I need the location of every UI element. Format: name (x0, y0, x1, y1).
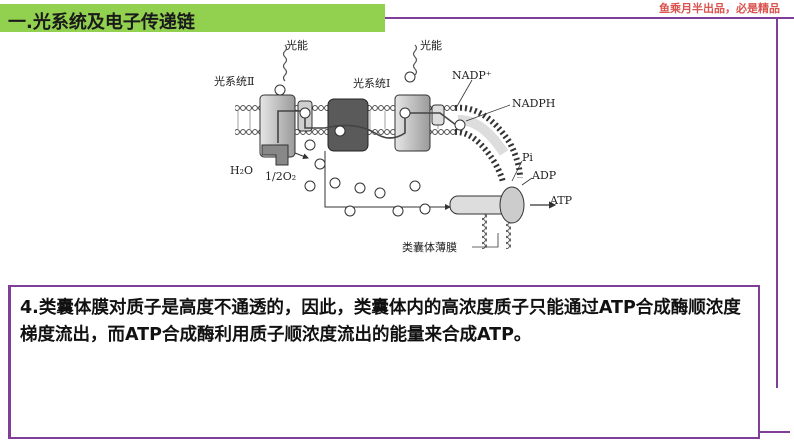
membrane-curved (454, 104, 523, 249)
nadph-label: NADPH (512, 97, 555, 110)
ps1-label: 光系统Ⅰ (353, 76, 390, 90)
electron-transport-diagram: 光能 光能 光系统Ⅱ 光系统Ⅰ NADP⁺ NADPH H₂O 1/2O₂ Pi… (210, 33, 580, 255)
membrane-pointer (472, 233, 499, 248)
o2-label: 1/2O₂ (265, 170, 296, 183)
brand-tagline: 鱼乘月半出品，必是精品 (659, 2, 780, 15)
title-bar: 一.光系统及电子传递链 (0, 4, 385, 33)
top-divider (385, 17, 794, 19)
box-accent (8, 287, 11, 437)
adp-label: ADP (531, 169, 557, 182)
proton-flow-arrow (324, 151, 451, 210)
light-wave-2 (412, 44, 418, 76)
water-splitting-complex (261, 144, 289, 166)
right-divider (776, 18, 778, 388)
photosystem-1 (394, 94, 431, 152)
explanation-text: 4.类囊体膜对质子是高度不通透的，因此，类囊体内的高浓度质子只能通过ATP合成酶… (20, 298, 741, 345)
oxygen-arrow (294, 152, 309, 160)
electrons (299, 107, 466, 137)
electron-path (277, 110, 461, 143)
light-wave-1 (282, 44, 288, 82)
explanation-box: 4.类囊体膜对质子是高度不通透的，因此，类囊体内的高浓度质子只能通过ATP合成酶… (8, 285, 760, 439)
atp-synthase (449, 186, 557, 224)
ferredoxin (431, 104, 445, 126)
pi-pointer (511, 160, 523, 182)
nadp-pointer (455, 79, 473, 109)
pi-label: Pi (522, 151, 533, 164)
protons (274, 71, 431, 217)
adp-pointer (521, 177, 533, 186)
nadp-label: NADP⁺ (452, 69, 492, 82)
membrane-label: 类囊体薄膜 (402, 240, 457, 254)
ps2-label: 光系统Ⅱ (214, 74, 254, 88)
page-title: 一.光系统及电子传递链 (8, 12, 195, 33)
diagram-svg: 光能 光能 光系统Ⅱ 光系统Ⅰ NADP⁺ NADPH H₂O 1/2O₂ Pi… (214, 38, 573, 254)
light-label-2: 光能 (420, 38, 442, 52)
light-label-1: 光能 (286, 38, 308, 52)
atp-label: ATP (549, 194, 573, 207)
nadph-pointer (465, 104, 511, 122)
h2o-label: H₂O (230, 164, 253, 177)
